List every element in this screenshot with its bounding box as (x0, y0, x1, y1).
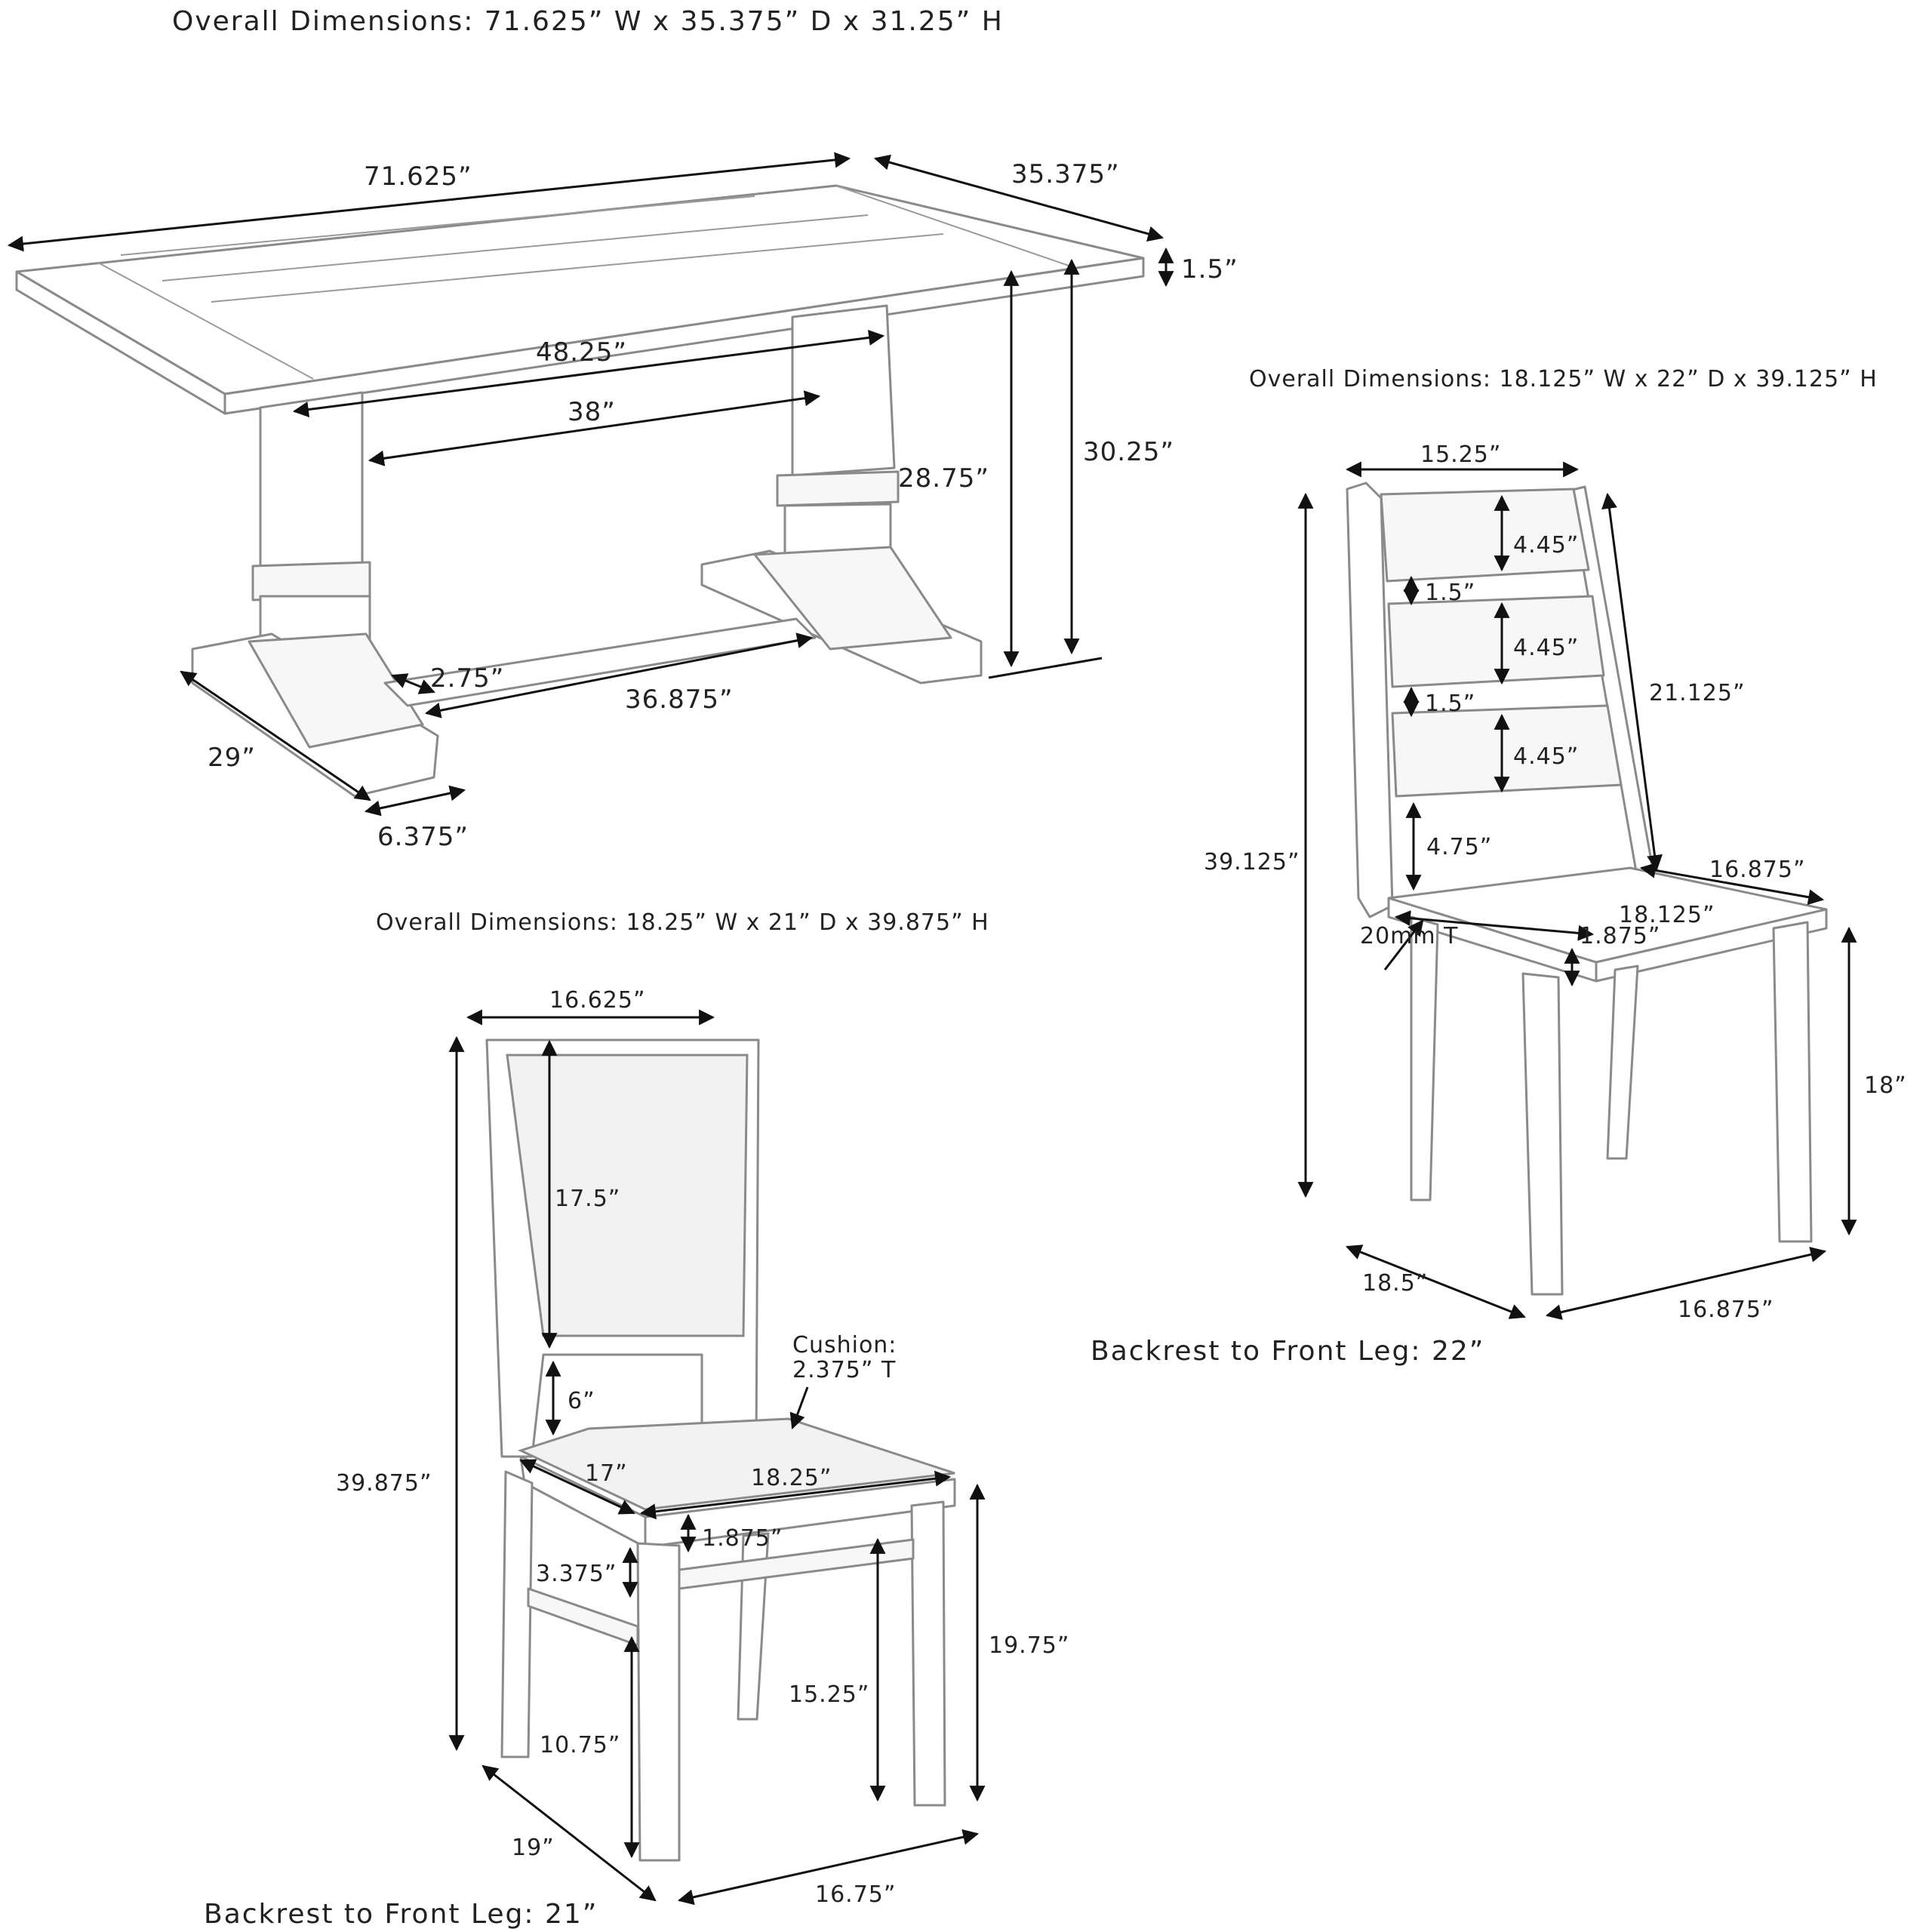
upholstered-front-left-leg (500, 1470, 534, 1758)
table-pedestal-span-label: 48.25” (536, 337, 627, 368)
right-pedestal-column (791, 304, 896, 477)
ladder-backrest-note: Backrest to Front Leg: 22” (1091, 1336, 1484, 1367)
table-labels: Overall Dimensions: 71.625” W x 35.375” … (172, 6, 1238, 852)
table-foot-length-label: 29” (208, 743, 256, 773)
table-stretcher-height-label: 2.75” (430, 663, 504, 694)
upholstered-side-stretcher (527, 1587, 639, 1647)
ladder-front-left-leg (1410, 915, 1439, 1201)
upholstered-chair (485, 1038, 956, 1862)
ladder-slat2-label: 4.45” (1513, 635, 1579, 661)
upholstered-total-height-label: 39.875” (336, 1470, 432, 1497)
ladder-back-height-label: 21.125” (1649, 680, 1746, 706)
table-clearance-height-label: 28.75” (898, 463, 989, 494)
ladder-apron-height-label: 1.875” (1580, 923, 1660, 949)
ladder-gap1-label: 1.5” (1425, 580, 1475, 606)
upholstered-backrest-note: Backrest to Front Leg: 21” (204, 1899, 598, 1929)
upholstered-back-cushion (506, 1054, 749, 1337)
table-foot-width-label: 6.375” (377, 822, 469, 852)
upholstered-chair-overall-dimensions: Overall Dimensions: 18.25” W x 21” D x 3… (376, 909, 989, 936)
ladder-leg-depth-label: 18.5” (1362, 1270, 1428, 1297)
table-depth-label: 35.375” (1011, 159, 1120, 189)
ladder-leg-width-label: 16.875” (1678, 1297, 1774, 1323)
upholstered-front-stretcher (678, 1538, 915, 1590)
ladder-chair-labels: Overall Dimensions: 18.125” W x 22” D x … (1091, 366, 1907, 1367)
table-length-label: 71.625” (364, 162, 472, 192)
upholstered-cushion-line1: Cushion: (792, 1332, 897, 1358)
ladder-chair-dimensions (1297, 461, 1857, 1320)
ladder-seat-width-label: 18.125” (1619, 902, 1715, 928)
right-pedestal-collar (776, 470, 900, 507)
upholstered-stretcher-height-label: 3.375” (536, 1561, 617, 1587)
table-top-thickness-label: 1.5” (1181, 254, 1238, 285)
upholstered-leg-depth-label: 19” (512, 1835, 555, 1861)
right-foot-cap (753, 546, 952, 651)
ladder-seat-depth-label: 16.875” (1709, 857, 1806, 883)
upholstered-back-width-label: 16.625” (549, 987, 646, 1014)
ladder-slat3-label: 4.45” (1513, 743, 1579, 770)
ladder-back-right-leg (1606, 964, 1639, 1160)
upholstered-chair-labels: Overall Dimensions: 18.25” W x 21” D x 3… (204, 909, 1069, 1929)
ladder-seat-thickness-label: 20mm T (1360, 923, 1458, 949)
ladder-seat-side (1595, 908, 1828, 983)
table-total-height-label: 30.25” (1083, 437, 1174, 467)
upholstered-chair-dimensions (448, 1009, 986, 1906)
ladder-total-height-label: 39.125” (1204, 849, 1300, 875)
upholstered-apron-height-label: 1.875” (702, 1525, 783, 1552)
upholstered-back-panel-height-label: 17.5” (555, 1186, 620, 1212)
slat-bottom (1391, 704, 1623, 798)
upholstered-back-gap-label: 6” (568, 1388, 595, 1414)
table-stretcher-length-label: 36.875” (625, 685, 734, 715)
upholstered-seat-width-label: 18.25” (751, 1465, 832, 1491)
upholstered-front-near-leg (636, 1542, 681, 1862)
ladder-front-right-leg (1521, 972, 1564, 1296)
table-overall-dimensions: Overall Dimensions: 71.625” W x 35.375” … (172, 6, 1004, 37)
ladder-gap2-label: 1.5” (1425, 691, 1475, 717)
ladder-back-width-label: 15.25” (1420, 441, 1501, 468)
upholstered-leg-width-label: 16.75” (815, 1881, 896, 1908)
ladder-seat-height-label: 18” (1864, 1072, 1907, 1099)
upholstered-front-far-leg (910, 1500, 946, 1807)
upholstered-side-stretcher-height-label: 10.75” (540, 1732, 620, 1758)
table-inner-span-label: 38” (568, 397, 616, 427)
slat-top (1380, 488, 1590, 583)
ladder-chair-overall-dimensions: Overall Dimensions: 18.125” W x 22” D x … (1249, 366, 1878, 392)
table-dimensions (7, 152, 1174, 817)
upholstered-seat-height-label: 19.75” (989, 1632, 1069, 1659)
upholstered-cushion-line2: 2.375” T (792, 1357, 896, 1383)
upholstered-seat-depth-label: 17” (585, 1460, 628, 1487)
ladder-front-far-leg (1772, 921, 1813, 1243)
ladder-back-gap-label: 4.75” (1426, 834, 1492, 860)
left-pedestal-collar (251, 561, 371, 601)
ladder-slat1-label: 4.45” (1513, 532, 1579, 558)
upholstered-front-stretcher-height-label: 15.25” (789, 1681, 869, 1708)
